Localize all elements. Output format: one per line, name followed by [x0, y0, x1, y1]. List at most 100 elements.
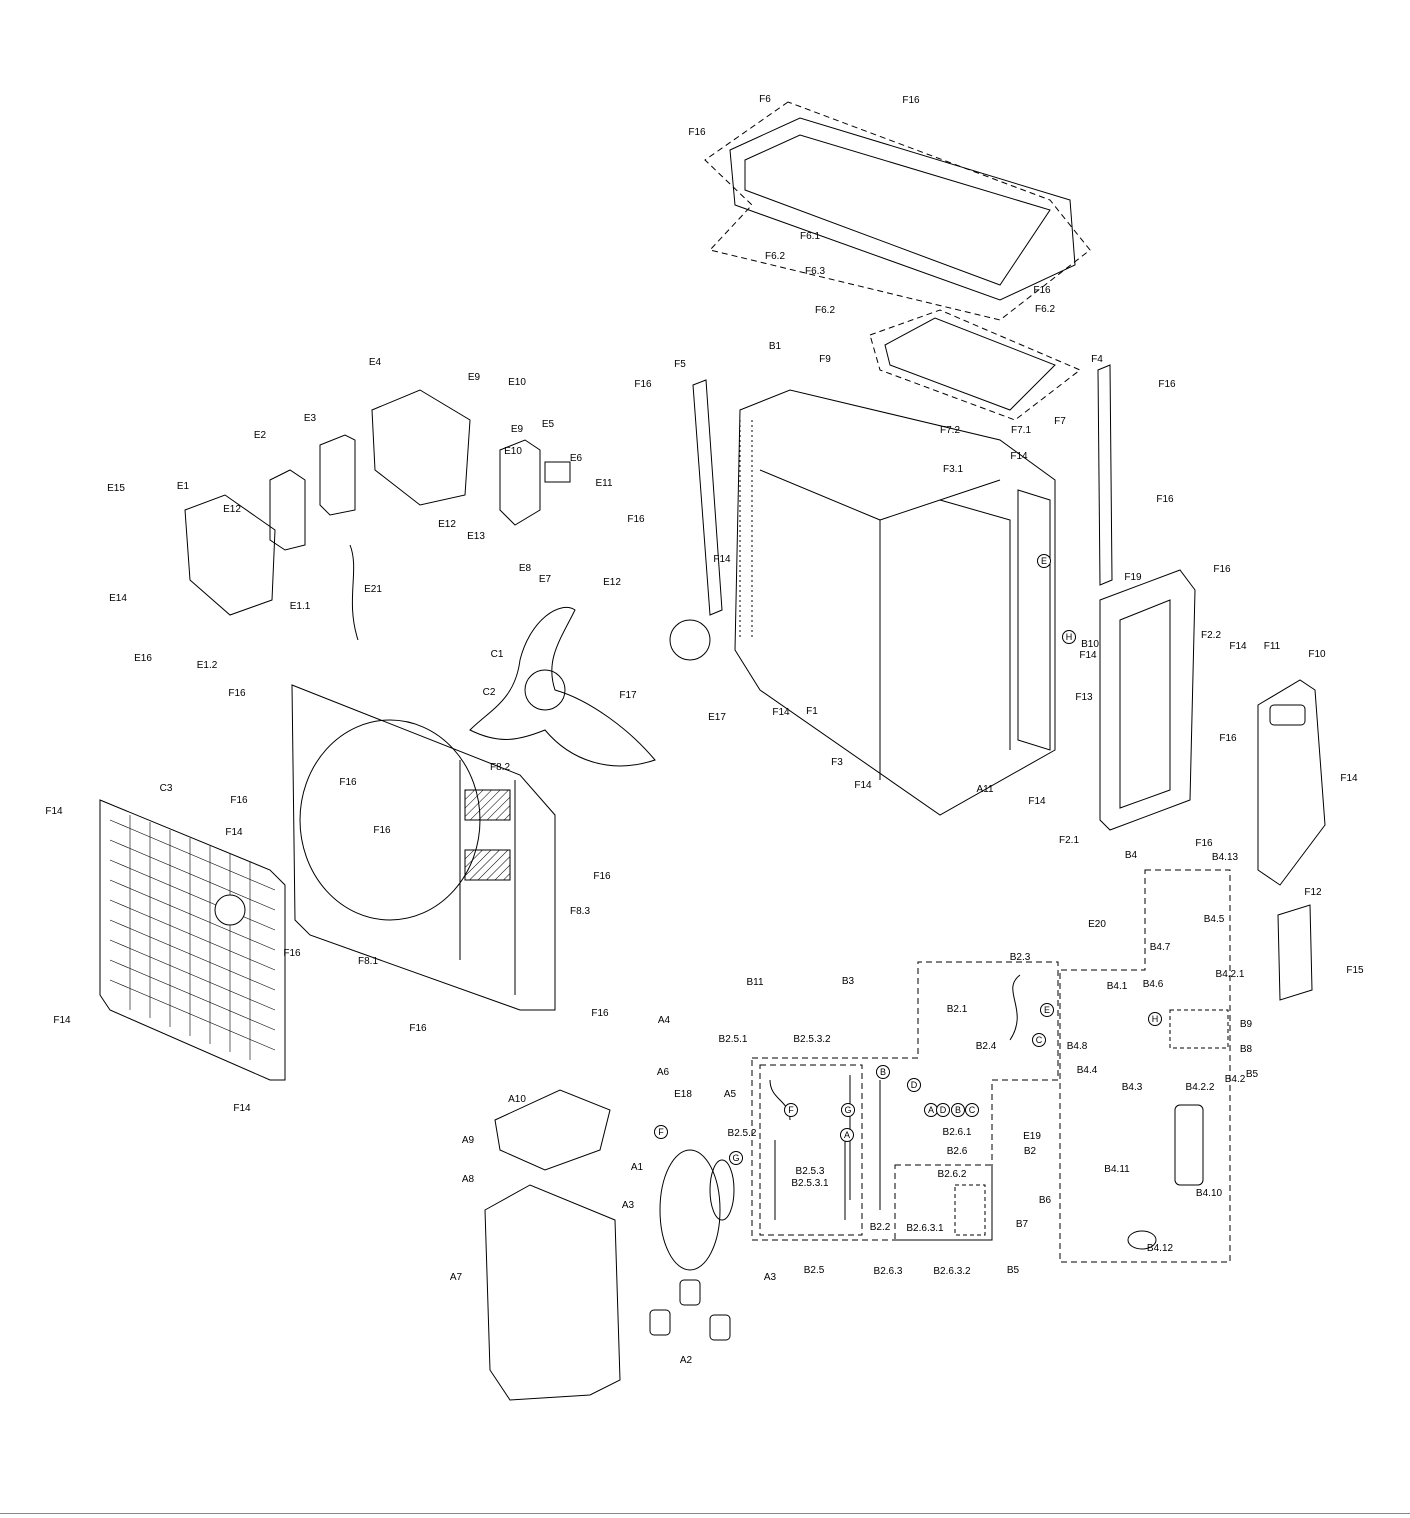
- fan-motor: [669, 619, 711, 661]
- bracket-panel: [1277, 904, 1313, 1001]
- part-label-e10: E10: [504, 446, 522, 457]
- connector-marker-d: D: [936, 1103, 950, 1117]
- part-label-b4-5: B4.5: [1203, 914, 1225, 925]
- part-label-b4-13: B4.13: [1211, 852, 1239, 863]
- part-label-b4-6: B4.6: [1142, 979, 1164, 990]
- compressor: [659, 1149, 721, 1271]
- part-label-e6: E6: [569, 453, 583, 464]
- part-label-f16: F16: [591, 1008, 609, 1019]
- part-label-f16: F16: [1156, 494, 1174, 505]
- part-label-a3: A3: [621, 1200, 635, 1211]
- part-label-b2: B2: [1023, 1146, 1037, 1157]
- connector-marker-g: G: [729, 1151, 743, 1165]
- connector-marker-f: F: [654, 1125, 668, 1139]
- part-label-f16: F16: [1033, 285, 1051, 296]
- part-label-b4-7: B4.7: [1149, 942, 1171, 953]
- part-label-f14: F14: [53, 1015, 71, 1026]
- part-label-f1: F1: [806, 706, 818, 717]
- part-label-f19: F19: [1124, 572, 1142, 583]
- part-label-f7: F7: [1054, 416, 1066, 427]
- part-label-e12: E12: [223, 504, 241, 515]
- terminal-block: [544, 461, 571, 483]
- part-label-f6-2: F6.2: [814, 305, 836, 316]
- part-label-f6-2: F6.2: [764, 251, 786, 262]
- part-label-b2-6: B2.6: [946, 1146, 968, 1157]
- part-label-b4-11: B4.11: [1104, 1164, 1130, 1175]
- part-label-b3: B3: [841, 976, 855, 987]
- part-label-a5: A5: [723, 1089, 737, 1100]
- service-panel: [1257, 679, 1326, 886]
- part-label-f7-2: F7.2: [939, 425, 961, 436]
- b4-group-outline: [1059, 869, 1231, 1263]
- part-label-f8-1: F8.1: [357, 956, 379, 967]
- part-label-a3: A3: [763, 1272, 777, 1283]
- part-label-b2-2: B2.2: [869, 1222, 891, 1233]
- bottom-divider: [0, 1513, 1410, 1514]
- part-label-f14: F14: [1079, 650, 1097, 661]
- part-label-b4-12: B4.12: [1146, 1243, 1174, 1254]
- part-label-f2-1: F2.1: [1058, 835, 1080, 846]
- part-label-b2-6-1: B2.6.1: [942, 1127, 972, 1138]
- main-frame: [734, 389, 1056, 816]
- connector-marker-e: E: [1037, 554, 1051, 568]
- right-side-panel: [1099, 569, 1196, 831]
- part-label-e20: E20: [1088, 919, 1106, 930]
- part-label-b2-1: B2.1: [946, 1004, 968, 1015]
- part-label-b9: B9: [1239, 1019, 1253, 1030]
- part-label-f16: F16: [593, 871, 611, 882]
- part-label-e5: E5: [541, 419, 555, 430]
- part-label-f16: F16: [902, 95, 920, 106]
- part-label-a8: A8: [461, 1174, 475, 1185]
- b2-group-outline: [751, 961, 1059, 1241]
- part-label-a6: A6: [656, 1067, 670, 1078]
- part-label-f16: F16: [634, 379, 652, 390]
- part-label-a9: A9: [461, 1135, 475, 1146]
- part-label-b4-4: B4.4: [1076, 1065, 1098, 1076]
- part-label-b2-5-3: B2.5.3: [795, 1166, 825, 1177]
- part-label-a1: A1: [630, 1162, 644, 1173]
- part-label-f8-3: F8.3: [569, 906, 591, 917]
- connector-marker-b: B: [951, 1103, 965, 1117]
- part-label-f16: F16: [409, 1023, 427, 1034]
- part-label-b2-5-1: B2.5.1: [718, 1034, 748, 1045]
- connector-marker-h: H: [1062, 630, 1076, 644]
- insulation-group-outline: [869, 309, 1081, 421]
- part-label-f16: F16: [1213, 564, 1231, 575]
- part-label-b2-6-3-2: B2.6.3.2: [933, 1266, 971, 1277]
- part-label-f10: F10: [1308, 649, 1326, 660]
- part-label-b4-2: B4.2: [1224, 1074, 1246, 1085]
- part-label-b11: B11: [746, 977, 764, 988]
- part-label-b4-2-2: B4.2.2: [1185, 1082, 1215, 1093]
- part-label-e9: E9: [510, 424, 524, 435]
- part-label-f13: F13: [1075, 692, 1093, 703]
- part-label-f14: F14: [1028, 796, 1046, 807]
- part-label-e19: E19: [1023, 1131, 1041, 1142]
- part-label-f16: F16: [1219, 733, 1237, 744]
- part-label-f14: F14: [45, 806, 63, 817]
- part-label-b7: B7: [1015, 1219, 1029, 1230]
- part-label-e7: E7: [538, 574, 552, 585]
- part-label-f3: F3: [831, 757, 843, 768]
- wiring-harness: [349, 544, 359, 641]
- connector-marker-c: C: [1032, 1033, 1046, 1047]
- connector-marker-c: C: [965, 1103, 979, 1117]
- part-label-b2-5-3-2: B2.5.3.2: [793, 1034, 831, 1045]
- part-label-b2-6-2: B2.6.2: [937, 1169, 967, 1180]
- part-label-b4-2-1: B4.2.1: [1215, 969, 1245, 980]
- part-label-f8-2: F8.2: [489, 762, 511, 773]
- connector-marker-d: D: [907, 1078, 921, 1092]
- part-label-e4: E4: [368, 357, 382, 368]
- part-label-b4-3: B4.3: [1121, 1082, 1143, 1093]
- connector-marker-f: F: [784, 1103, 798, 1117]
- part-label-f14: F14: [772, 707, 790, 718]
- part-label-f11: F11: [1263, 641, 1281, 652]
- electrical-box: [371, 389, 471, 506]
- part-label-a7: A7: [449, 1272, 463, 1283]
- part-label-b4-1: B4.1: [1106, 981, 1128, 992]
- fan-blade: [469, 607, 656, 767]
- insulation-panel: [884, 317, 1056, 411]
- part-label-b4-10: B4.10: [1195, 1188, 1223, 1199]
- part-label-f16: F16: [1195, 838, 1213, 849]
- part-label-e11: E11: [595, 478, 613, 489]
- b2-5-group-outline: [759, 1064, 863, 1236]
